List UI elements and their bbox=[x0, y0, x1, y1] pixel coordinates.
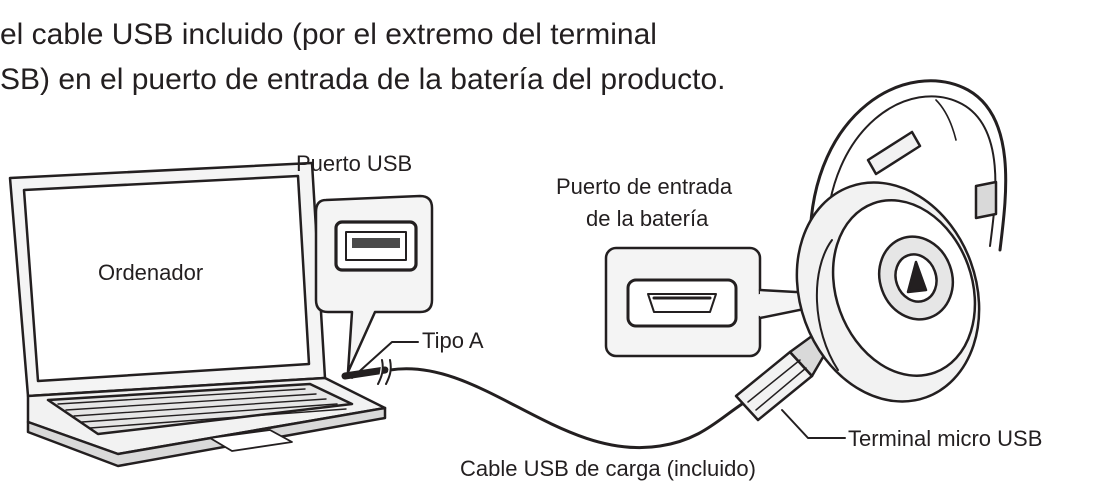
micro-usb-leader bbox=[781, 409, 846, 439]
cable-label: Cable USB de carga (incluido) bbox=[460, 456, 756, 481]
micro-usb-plug bbox=[734, 325, 835, 422]
computer-label: Ordenador bbox=[98, 260, 204, 285]
charging-cable bbox=[388, 367, 744, 450]
type-a-label: Tipo A bbox=[422, 328, 484, 353]
laptop-illustration bbox=[8, 161, 387, 468]
instruction-line-2: SB) en el puerto de entrada de la baterí… bbox=[0, 63, 726, 96]
battery-port-label-line-1: Puerto de entrada bbox=[556, 174, 733, 199]
headphones-illustration bbox=[795, 79, 1008, 403]
usb-port-callout bbox=[314, 194, 434, 374]
usb-port-label: Puerto USB bbox=[296, 151, 413, 176]
micro-usb-label: Terminal micro USB bbox=[848, 426, 1043, 451]
tipo-a-leader bbox=[351, 341, 419, 379]
instruction-line-1: el cable USB incluido (por el extremo de… bbox=[0, 18, 657, 51]
usb-a-plug bbox=[341, 366, 389, 380]
battery-port-callout bbox=[604, 246, 870, 358]
battery-port-label-line-2: de la batería bbox=[586, 206, 709, 231]
